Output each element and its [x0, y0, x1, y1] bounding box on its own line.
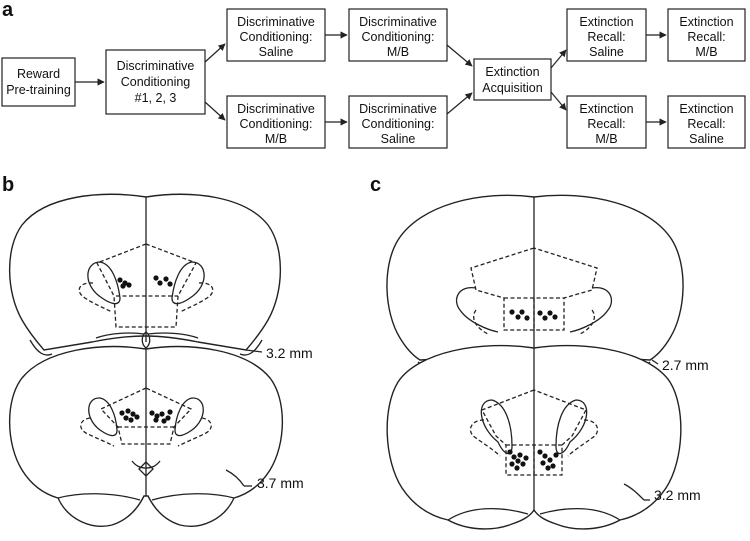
box-dc-initial-line2: Conditioning [121, 75, 191, 89]
injection-sites-c-lower [507, 449, 559, 471]
arrow-extinction-to-bottom-recall [550, 91, 567, 111]
brain-section-b-lower [8, 345, 284, 527]
box-dc-top-mb: Discriminative Conditioning: M/B [348, 8, 448, 62]
brain-section-c-lower [386, 344, 682, 530]
box-dc-top1-line3: Saline [259, 45, 294, 59]
box-dc-bot1-line2: Conditioning: [240, 117, 313, 131]
box-dc-top2-line3: M/B [387, 45, 409, 59]
box-dc-top1-line1: Discriminative [237, 15, 315, 29]
box-dc-top1-line2: Conditioning: [240, 30, 313, 44]
box-ext-acq-line2: Acquisition [482, 81, 542, 95]
box-dc-bottom-mb: Discriminative Conditioning: M/B [226, 95, 326, 149]
box-recall-top1-line1: Extinction [579, 15, 633, 29]
section-label-c-lower: 3.2 mm [654, 487, 701, 503]
panel-label-c: c [370, 174, 381, 196]
box-dc-top2-line2: Conditioning: [362, 30, 435, 44]
box-dc-initial-line3: #1, 2, 3 [135, 91, 177, 105]
arrow-bottom-to-extinction [446, 92, 473, 115]
box-dc-bot2-line2: Conditioning: [362, 117, 435, 131]
injection-sites-b-lower [119, 408, 173, 424]
box-recall-top-mb: Extinction Recall: M/B [667, 8, 746, 62]
brain-section-b-upper [8, 193, 282, 356]
box-reward-line1: Reward [17, 67, 60, 81]
injection-sites-c-upper [509, 309, 558, 321]
arrow-dc-to-top [204, 43, 226, 63]
panel-label-b: b [2, 174, 14, 196]
box-dc-bot1-line1: Discriminative [237, 102, 315, 116]
box-reward-pretraining: Reward Pre-training [1, 57, 76, 107]
box-reward-line2: Pre-training [6, 83, 71, 97]
box-recall-bot1-line1: Extinction [579, 102, 633, 116]
ventricle-marker-b-upper [141, 331, 151, 349]
box-dc-initial: Discriminative Conditioning #1, 2, 3 [105, 49, 206, 115]
section-label-b-upper: 3.2 mm [266, 345, 313, 361]
box-recall-bot1-line3: M/B [595, 132, 617, 146]
box-dc-bottom-saline: Discriminative Conditioning: Saline [348, 95, 448, 149]
box-recall-bot2-line3: Saline [689, 132, 724, 146]
box-recall-top-saline: Extinction Recall: Saline [566, 8, 647, 62]
box-recall-top2-line2: Recall: [687, 30, 725, 44]
ventricle-marker-b-lower [138, 461, 154, 477]
box-dc-initial-line1: Discriminative [117, 59, 195, 73]
leader-b-upper [245, 349, 263, 353]
box-recall-bot2-line1: Extinction [679, 102, 733, 116]
box-recall-top1-line3: Saline [589, 45, 624, 59]
box-dc-bot2-line1: Discriminative [359, 102, 437, 116]
box-extinction-acquisition: Extinction Acquisition [473, 58, 552, 101]
injection-sites-b-upper [117, 275, 173, 289]
box-recall-bottom-saline: Extinction Recall: Saline [667, 95, 746, 149]
brain-section-c-upper [386, 194, 684, 371]
box-recall-top1-line2: Recall: [587, 30, 625, 44]
box-recall-bot1-line2: Recall: [587, 117, 625, 131]
box-dc-top2-line1: Discriminative [359, 15, 437, 29]
panel-label-a: a [2, 0, 14, 21]
arrow-extinction-to-top-recall [550, 49, 567, 69]
box-recall-top2-line3: M/B [695, 45, 717, 59]
box-recall-top2-line1: Extinction [679, 15, 733, 29]
arrow-dc-to-bottom [204, 101, 226, 121]
box-ext-acq-line1: Extinction [485, 65, 539, 79]
box-recall-bot2-line2: Recall: [687, 117, 725, 131]
box-dc-bot1-line3: M/B [265, 132, 287, 146]
leader-c-upper [651, 359, 659, 365]
arrow-top-to-extinction [446, 44, 473, 67]
section-label-b-lower: 3.7 mm [257, 475, 304, 491]
section-label-c-upper: 2.7 mm [662, 357, 709, 373]
box-recall-bottom-mb: Extinction Recall: M/B [566, 95, 647, 149]
box-dc-top-saline: Discriminative Conditioning: Saline [226, 8, 326, 62]
box-dc-bot2-line3: Saline [381, 132, 416, 146]
